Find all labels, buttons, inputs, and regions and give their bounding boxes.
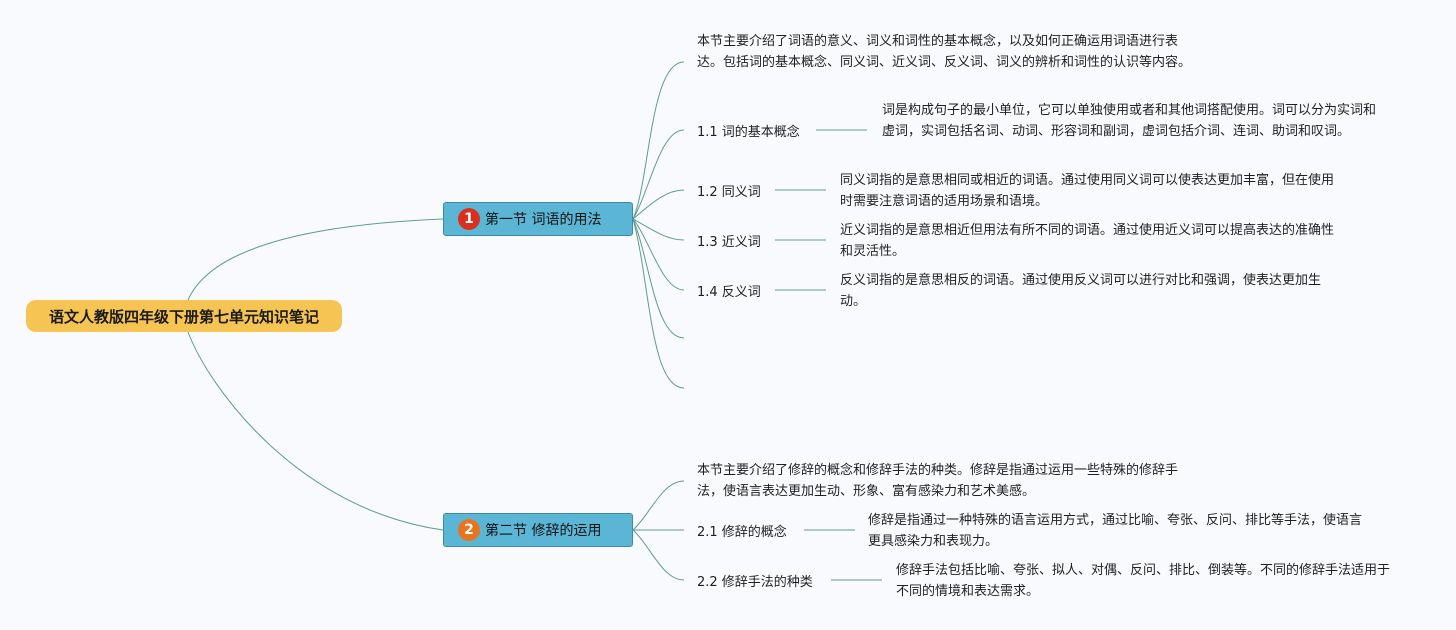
- topic-2-1-label[interactable]: 2.1 修辞的概念: [697, 525, 787, 540]
- connector-root-section2: [187, 331, 444, 531]
- section-2-title: 第二节 修辞的运用: [485, 523, 602, 539]
- topic-1-4-text: 反义词指的是意思相反的词语。通过使用反义词可以进行对比和强调，使表达更加生动。: [840, 273, 1322, 309]
- topic-1-2-label[interactable]: 1.2 同义词: [697, 185, 761, 200]
- section-2-node[interactable]: 2 第二节 修辞的运用: [443, 513, 633, 547]
- connector-s2-summary: [632, 480, 685, 531]
- connector-s1-topic1: [632, 129, 685, 220]
- section-1-summary: 本节主要介绍了词语的意义、词义和词性的基本概念，以及如何正确运用词语进行表达。包…: [697, 34, 1192, 70]
- section-1-node[interactable]: 1 第一节 词语的用法: [443, 202, 633, 236]
- topic-1-3-text: 近义词指的是意思相近但用法有所不同的词语。通过使用近义词可以提高表达的准确性和灵…: [840, 223, 1335, 259]
- topic-1-1-label[interactable]: 1.1 词的基本概念: [697, 125, 800, 140]
- section-1-title: 第一节 词语的用法: [485, 212, 602, 228]
- topic-1-2-text: 同义词指的是意思相同或相近的词语。通过使用同义词可以使表达更加丰富，但在使用时需…: [840, 173, 1335, 209]
- topic-2-2-label[interactable]: 2.2 修辞手法的种类: [697, 575, 813, 590]
- connector-s1-topic3: [632, 218, 685, 241]
- connector-s1-empty2: [632, 218, 685, 389]
- connector-root-section1: [187, 218, 444, 301]
- number-badge-1: 1: [458, 208, 480, 230]
- connector-s1-empty1: [632, 218, 685, 339]
- connector-s1-topic2: [632, 189, 685, 220]
- connector-s1-topic4: [632, 218, 685, 291]
- topic-1-4-label[interactable]: 1.4 反义词: [697, 285, 761, 300]
- topic-2-2-text: 修辞手法包括比喻、夸张、拟人、对偶、反问、排比、倒装等。不同的修辞手法适用于不同…: [896, 563, 1391, 599]
- topic-1-3-label[interactable]: 1.3 近义词: [697, 235, 761, 250]
- connector-s2-topic2: [632, 529, 685, 581]
- connector-s1-summary: [632, 61, 685, 220]
- number-badge-2: 2: [458, 519, 480, 541]
- root-title: 语文人教版四年级下册第七单元知识笔记: [48, 307, 319, 326]
- root-topic[interactable]: 语文人教版四年级下册第七单元知识笔记: [26, 300, 342, 332]
- topic-1-1-text: 词是构成句子的最小单位，它可以单独使用或者和其他词搭配使用。词可以分为实词和虚词…: [882, 103, 1377, 139]
- topic-2-1-text: 修辞是指通过一种特殊的语言运用方式，通过比喻、夸张、反问、排比等手法，使语言更具…: [868, 513, 1363, 549]
- section-2-summary: 本节主要介绍了修辞的概念和修辞手法的种类。修辞是指通过运用一些特殊的修辞手法，使…: [697, 463, 1179, 499]
